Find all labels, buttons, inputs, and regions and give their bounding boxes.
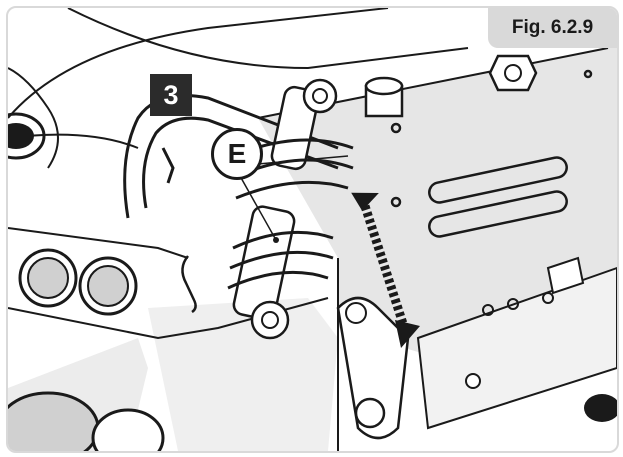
lamp-grille-bottom	[8, 391, 165, 451]
wire-clip	[181, 255, 197, 314]
slotted-plate	[390, 69, 593, 238]
figure-frame: 3 E Fig. 6.2.9	[6, 6, 619, 453]
adjustment-arrow	[351, 192, 420, 348]
lower-lever	[336, 256, 617, 440]
step-number-badge: 3	[150, 74, 192, 116]
shock-absorber	[227, 78, 354, 340]
figure-label: Fig. 6.2.9	[488, 8, 617, 48]
part-callout-e: E	[211, 128, 263, 180]
technical-drawing	[8, 8, 617, 451]
logo-emblem	[8, 112, 46, 160]
callout-leaders	[239, 155, 349, 241]
upper-spacer	[364, 54, 538, 118]
lamp-grille-left	[18, 248, 78, 308]
lamp-grille-right	[78, 256, 138, 316]
